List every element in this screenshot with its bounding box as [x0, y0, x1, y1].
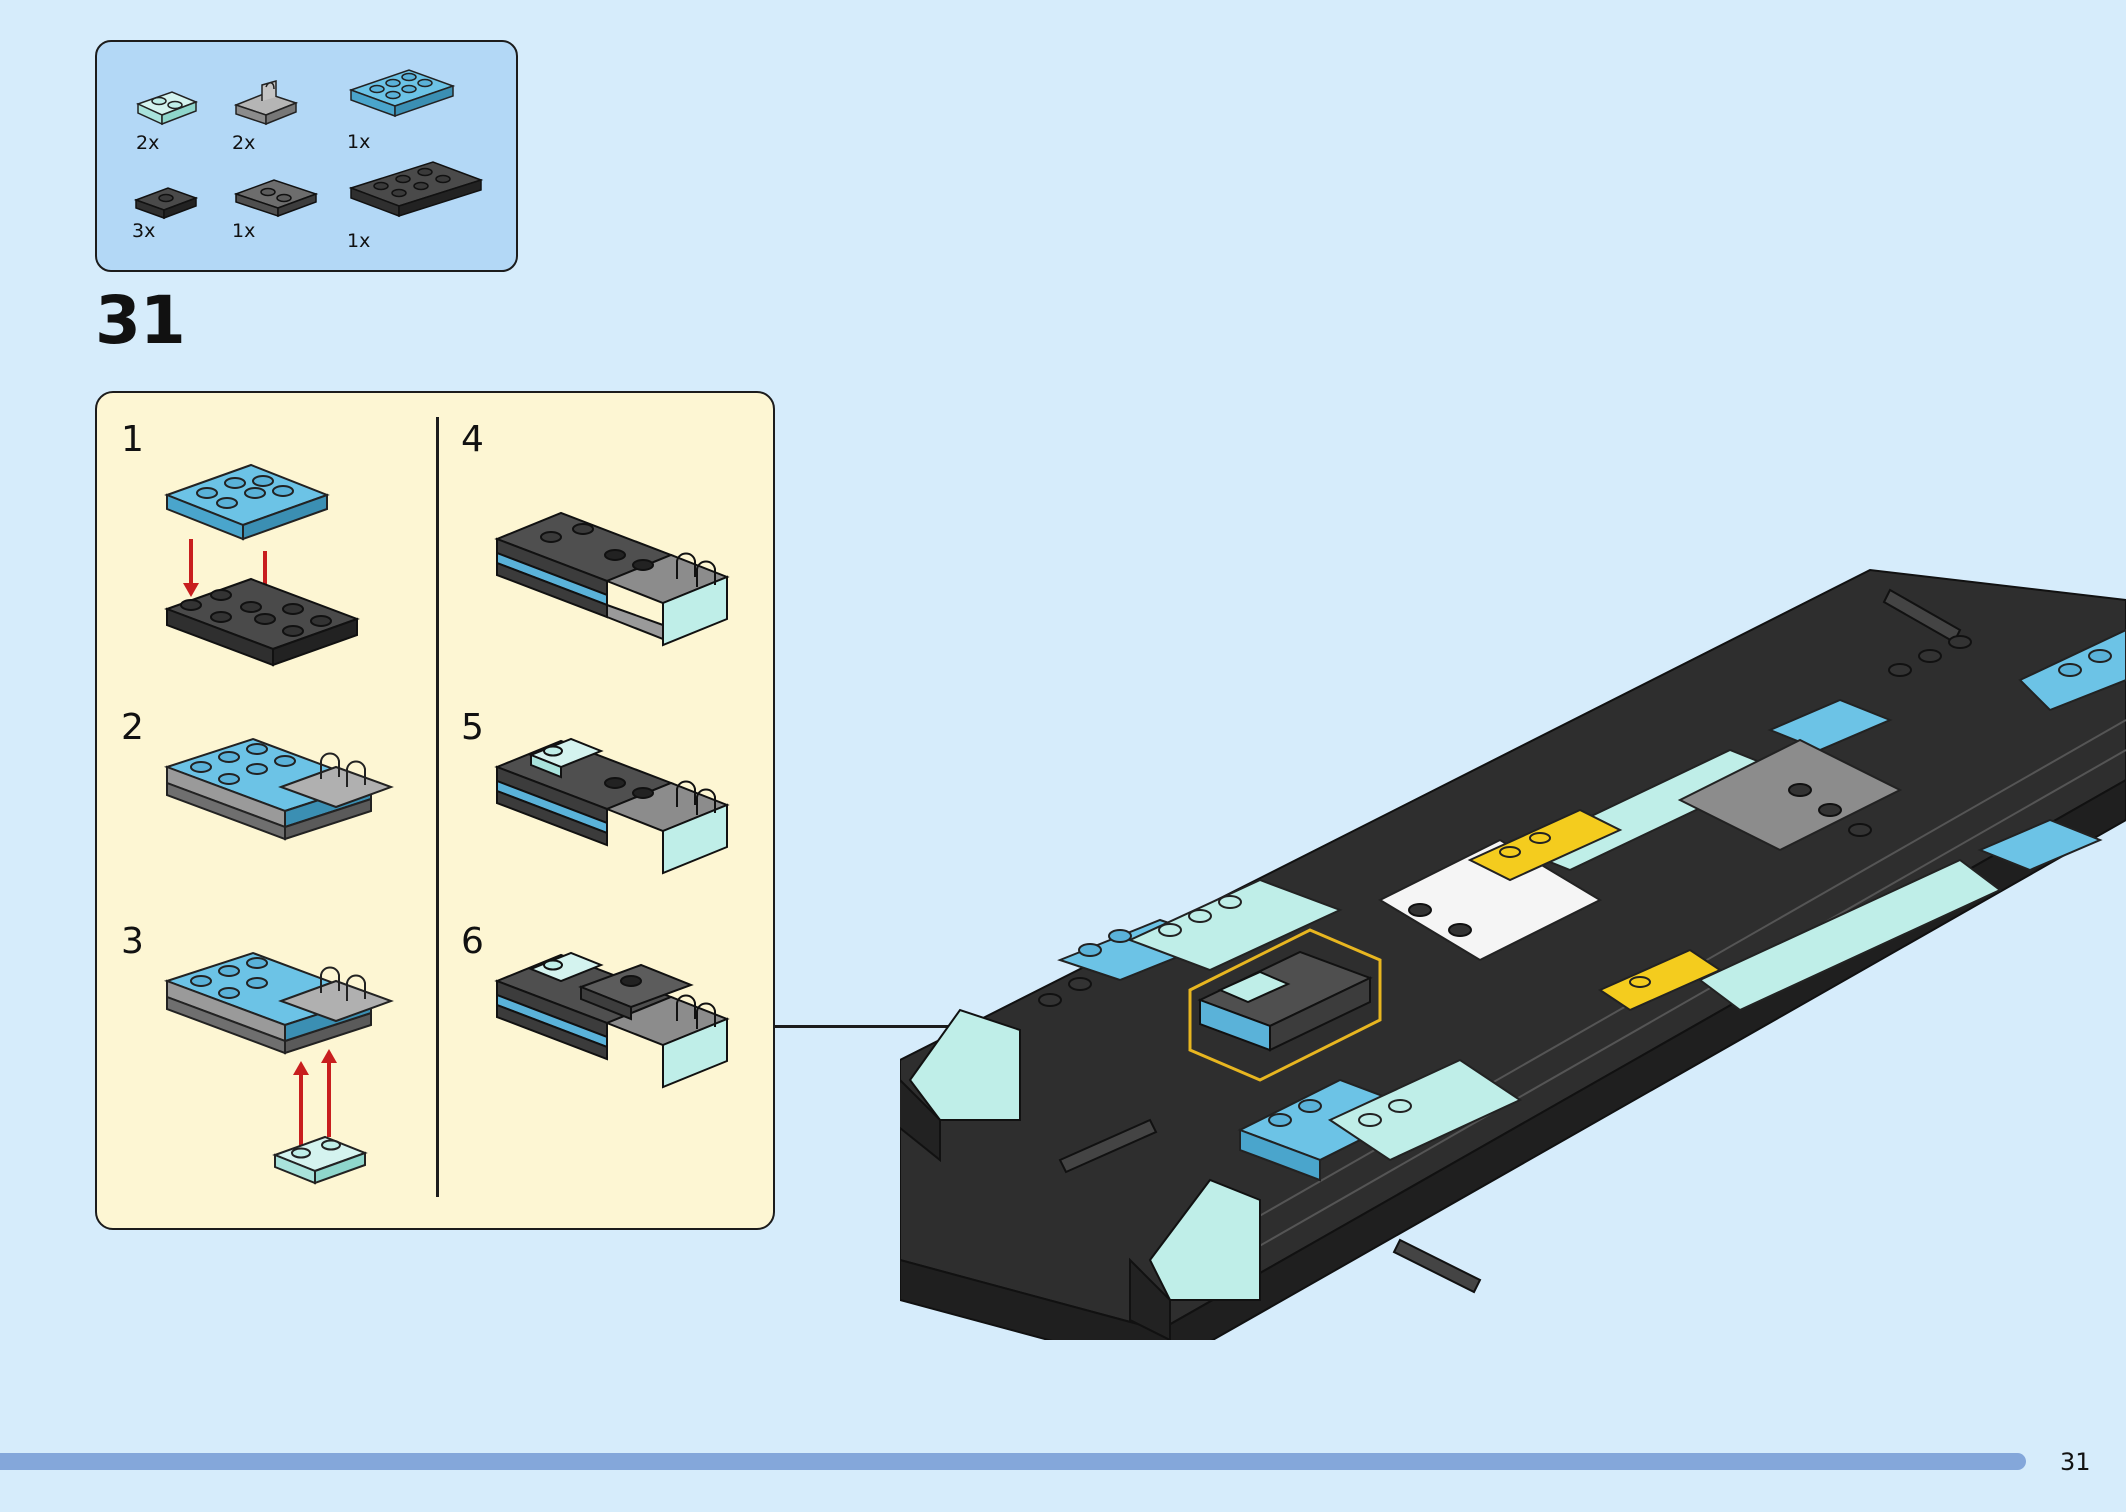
part-qty: 2x — [232, 132, 256, 154]
dark-grey-plate-2x2-icon — [233, 179, 319, 218]
step-number: 31 — [95, 282, 186, 359]
parts-list-box: 2x 2x 1x 3x — [95, 40, 518, 272]
sub-step-number: 5 — [461, 707, 484, 748]
black-jumper-plate-icon — [133, 187, 199, 220]
part-qty: 2x — [136, 132, 160, 154]
sub-step-number: 2 — [121, 707, 144, 748]
sub-step-4: 4 — [461, 419, 761, 679]
sub-step-1: 1 — [121, 419, 421, 689]
sub-step-number: 4 — [461, 419, 484, 460]
sub-step-6: 6 — [461, 921, 761, 1121]
part-item: 1x — [347, 154, 487, 252]
sub-step-1-illustration — [164, 463, 360, 667]
sub-panel-divider — [436, 417, 439, 1197]
part-qty: 3x — [132, 220, 156, 242]
sub-step-2-illustration — [163, 737, 394, 841]
sub-step-5: 5 — [461, 707, 761, 907]
page-number: 31 — [2060, 1448, 2091, 1476]
blue-plate-2x4-icon — [348, 69, 456, 118]
sub-step-5-illustration — [494, 737, 730, 875]
main-model-illustration — [888, 560, 2126, 1372]
part-qty: 1x — [347, 131, 371, 153]
grey-clip-plate-icon — [233, 80, 299, 126]
part-item: 1x — [232, 170, 322, 242]
part-item: 2x — [232, 77, 302, 154]
sub-step-number: 3 — [121, 921, 144, 962]
sub-step-3: 3 — [121, 921, 421, 1211]
part-item: 2x — [132, 82, 202, 154]
sub-step-3-illustration — [163, 951, 394, 1185]
black-plate-2x4-icon — [348, 161, 484, 218]
part-item: 1x — [347, 60, 457, 153]
page-progress-bar — [0, 1453, 2026, 1470]
sub-step-number: 1 — [121, 419, 144, 460]
sub-step-number: 6 — [461, 921, 484, 962]
part-qty: 1x — [347, 230, 371, 252]
sub-step-6-illustration — [494, 951, 730, 1089]
sub-assembly-panel: 1 — [95, 391, 775, 1230]
vehicle-chassis-illustration — [888, 568, 2126, 1372]
sub-step-2: 2 — [121, 707, 421, 887]
part-item: 3x — [132, 180, 202, 242]
trans-light-blue-plate-1x2-icon — [136, 91, 199, 126]
part-qty: 1x — [232, 220, 256, 242]
sub-step-4-illustration — [494, 511, 730, 647]
